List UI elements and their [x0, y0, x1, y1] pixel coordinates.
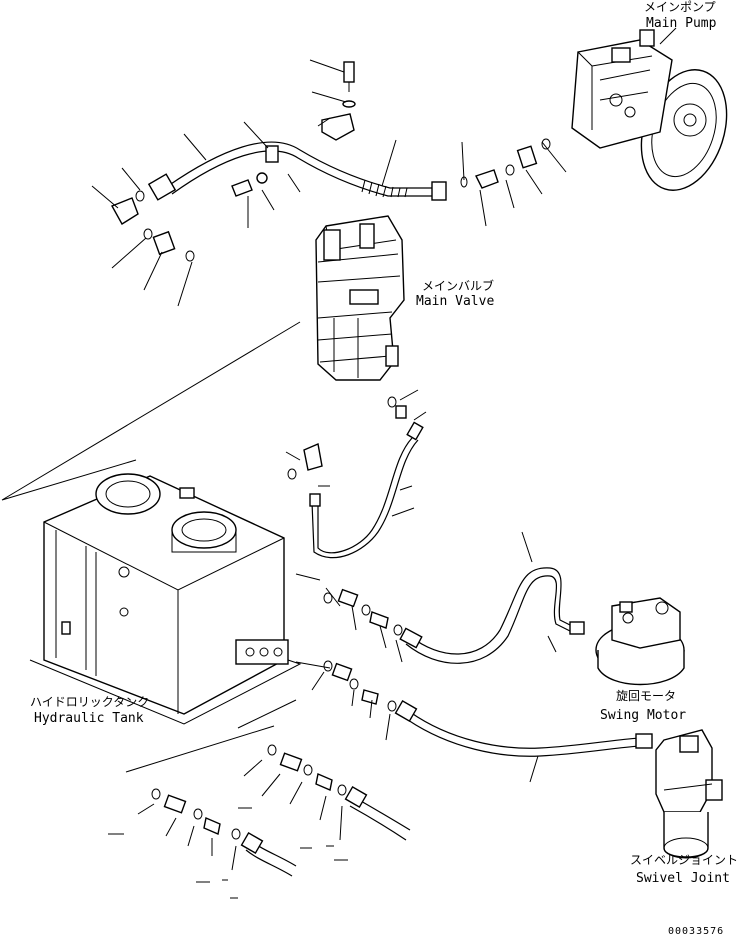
main-pump-label-jp: メインポンプ [644, 0, 716, 14]
document-number: 00033576 [668, 926, 724, 936]
swivel-joint [655, 729, 723, 859]
swivel-joint-label-en: Swivel Joint [636, 871, 730, 886]
main-pump [571, 27, 728, 191]
swing-motor-label-jp: 旋回モータ [616, 689, 676, 703]
swivel-joint-label-jp: スイベルジョイント [630, 853, 738, 867]
main-valve [315, 215, 405, 381]
top-leader-lines [91, 59, 567, 307]
main-valve-label-jp: メインバルブ [422, 278, 494, 293]
swivel-joint-hose [311, 660, 653, 783]
pump-suction-hose [147, 141, 447, 201]
main-pump-label-en: Main Pump [646, 16, 717, 31]
valve-return-hose [285, 389, 427, 559]
bracket-bolt [231, 61, 356, 197]
swing-motor-hose [295, 531, 585, 669]
hydraulic-tank-label-jp: ハイドロリックタンク [30, 695, 149, 709]
lower-fittings-group [108, 699, 411, 899]
pump-fittings [111, 138, 551, 262]
swing-motor-label-en: Swing Motor [600, 708, 686, 723]
hydraulic-tank-label-en: Hydraulic Tank [34, 711, 144, 726]
swing-motor [595, 597, 685, 686]
main-valve-label-en: Main Valve [416, 294, 494, 309]
group-bracket-line [1, 321, 301, 501]
hydraulic-tank [29, 473, 302, 725]
